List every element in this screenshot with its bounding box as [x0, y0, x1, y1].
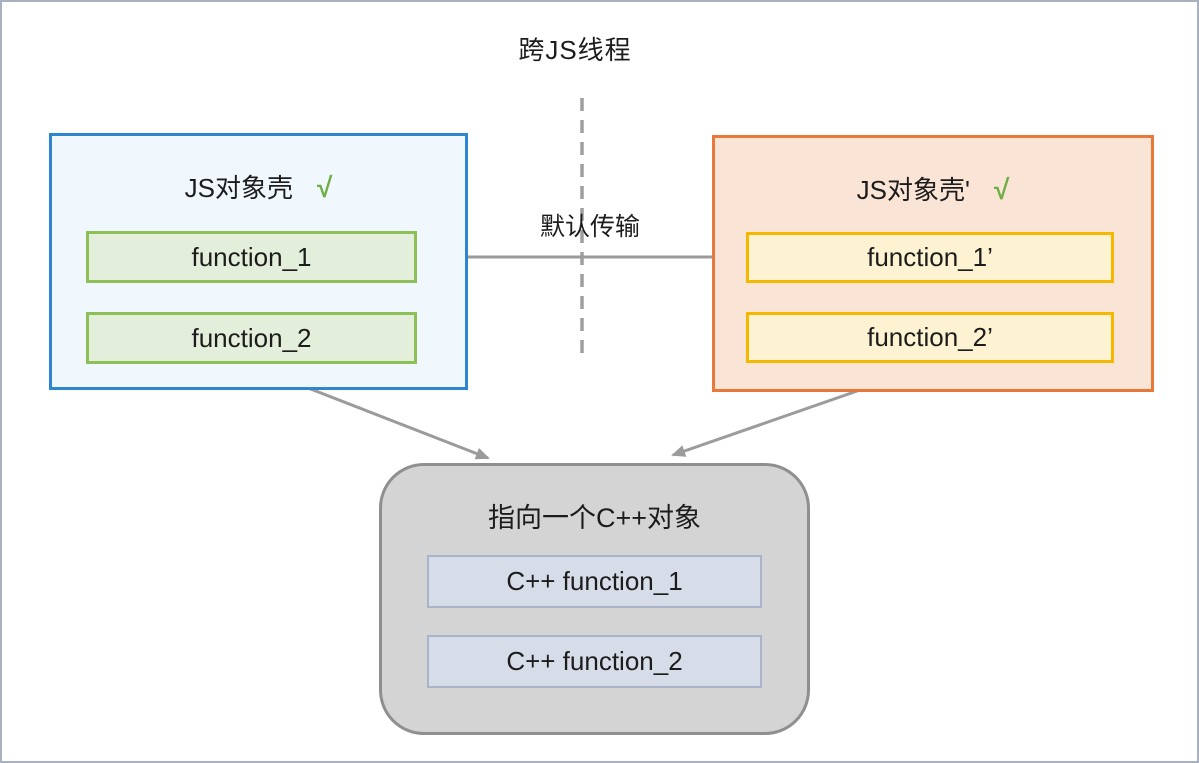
check-icon: √: [316, 172, 333, 203]
function-2-node: function_2: [86, 312, 417, 364]
function-2-prime-node: function_2’: [746, 312, 1114, 363]
transfer-label: 默认传输: [539, 213, 640, 241]
cpp-box-title: 指向一个C++对象: [487, 503, 702, 533]
left-box-title-row: JS对象壳 √: [52, 168, 465, 205]
cpp-function-1-node: C++ function_1: [427, 555, 762, 608]
check-icon: √: [993, 174, 1010, 205]
cpp-function-2-node: C++ function_2: [427, 635, 762, 688]
left-box-title: JS对象壳: [184, 173, 293, 203]
right-box-title-row: JS对象壳' √: [715, 170, 1151, 207]
function-1-node: function_1: [86, 231, 417, 283]
right-box-title: JS对象壳': [856, 175, 970, 205]
diagram-title: 跨JS线程: [518, 35, 632, 65]
function-1-prime-node: function_1’: [746, 232, 1114, 283]
